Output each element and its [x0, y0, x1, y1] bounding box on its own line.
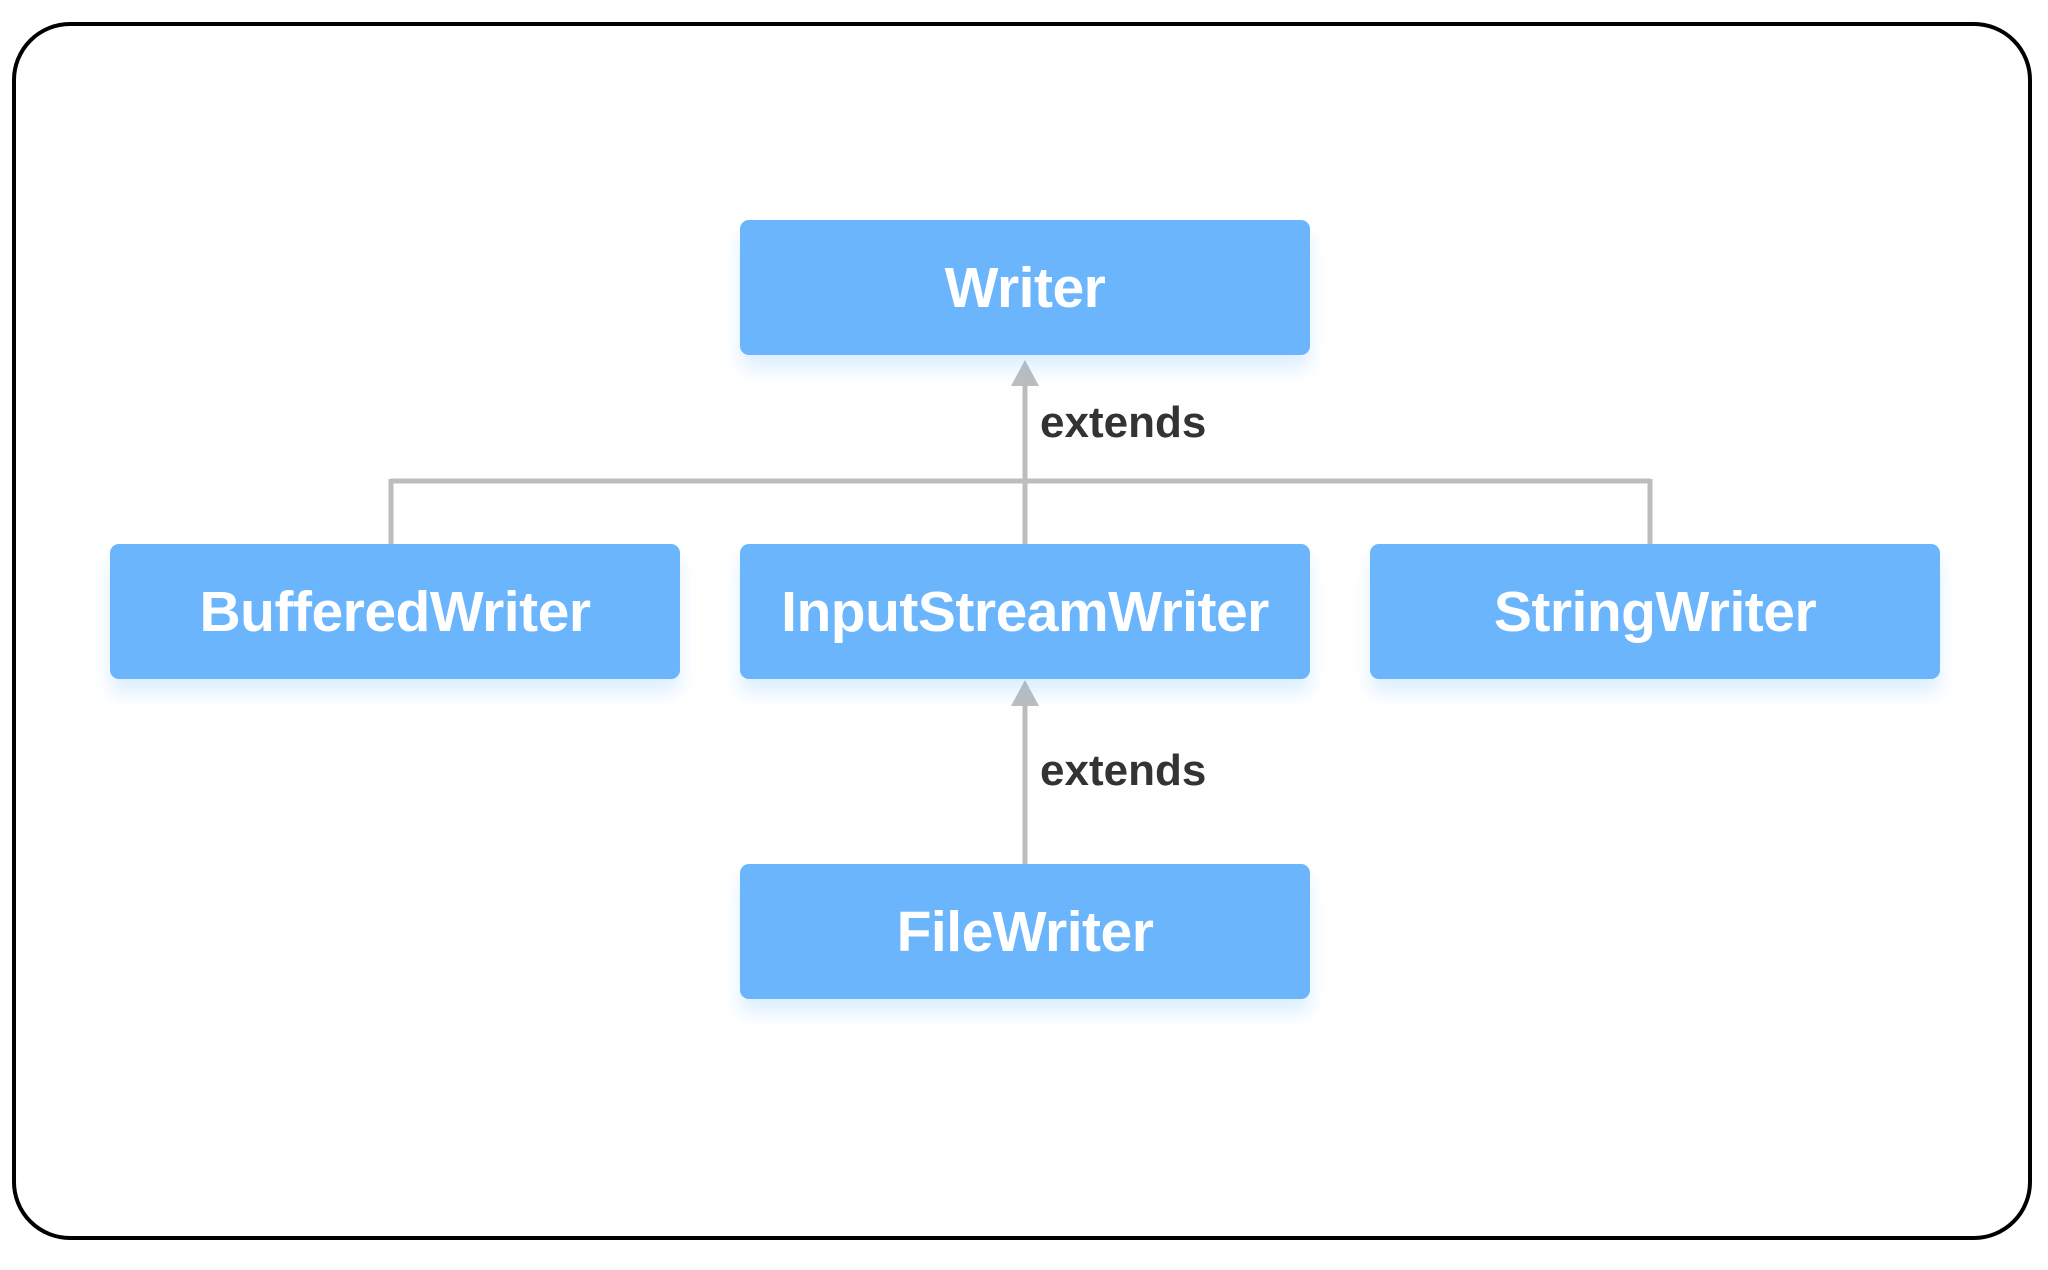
- node-string-writer-label: StringWriter: [1493, 579, 1817, 644]
- arrowhead-writer: [1011, 360, 1039, 386]
- node-file-writer-label: FileWriter: [896, 899, 1154, 964]
- edge-label-extends: extends: [1040, 398, 1207, 447]
- node-writer-label: Writer: [944, 255, 1106, 320]
- node-writer: Writer: [740, 220, 1310, 355]
- node-input-stream-writer: InputStreamWriter: [740, 544, 1310, 679]
- node-buffered-writer: BufferedWriter: [110, 544, 680, 679]
- node-input-stream-writer-label: InputStreamWriter: [781, 579, 1269, 644]
- edge-label-extends: extends: [1040, 746, 1207, 795]
- node-buffered-writer-label: BufferedWriter: [199, 579, 592, 644]
- node-file-writer: FileWriter: [740, 864, 1310, 999]
- node-string-writer: StringWriter: [1370, 544, 1940, 679]
- arrowhead-inputstream: [1011, 680, 1039, 706]
